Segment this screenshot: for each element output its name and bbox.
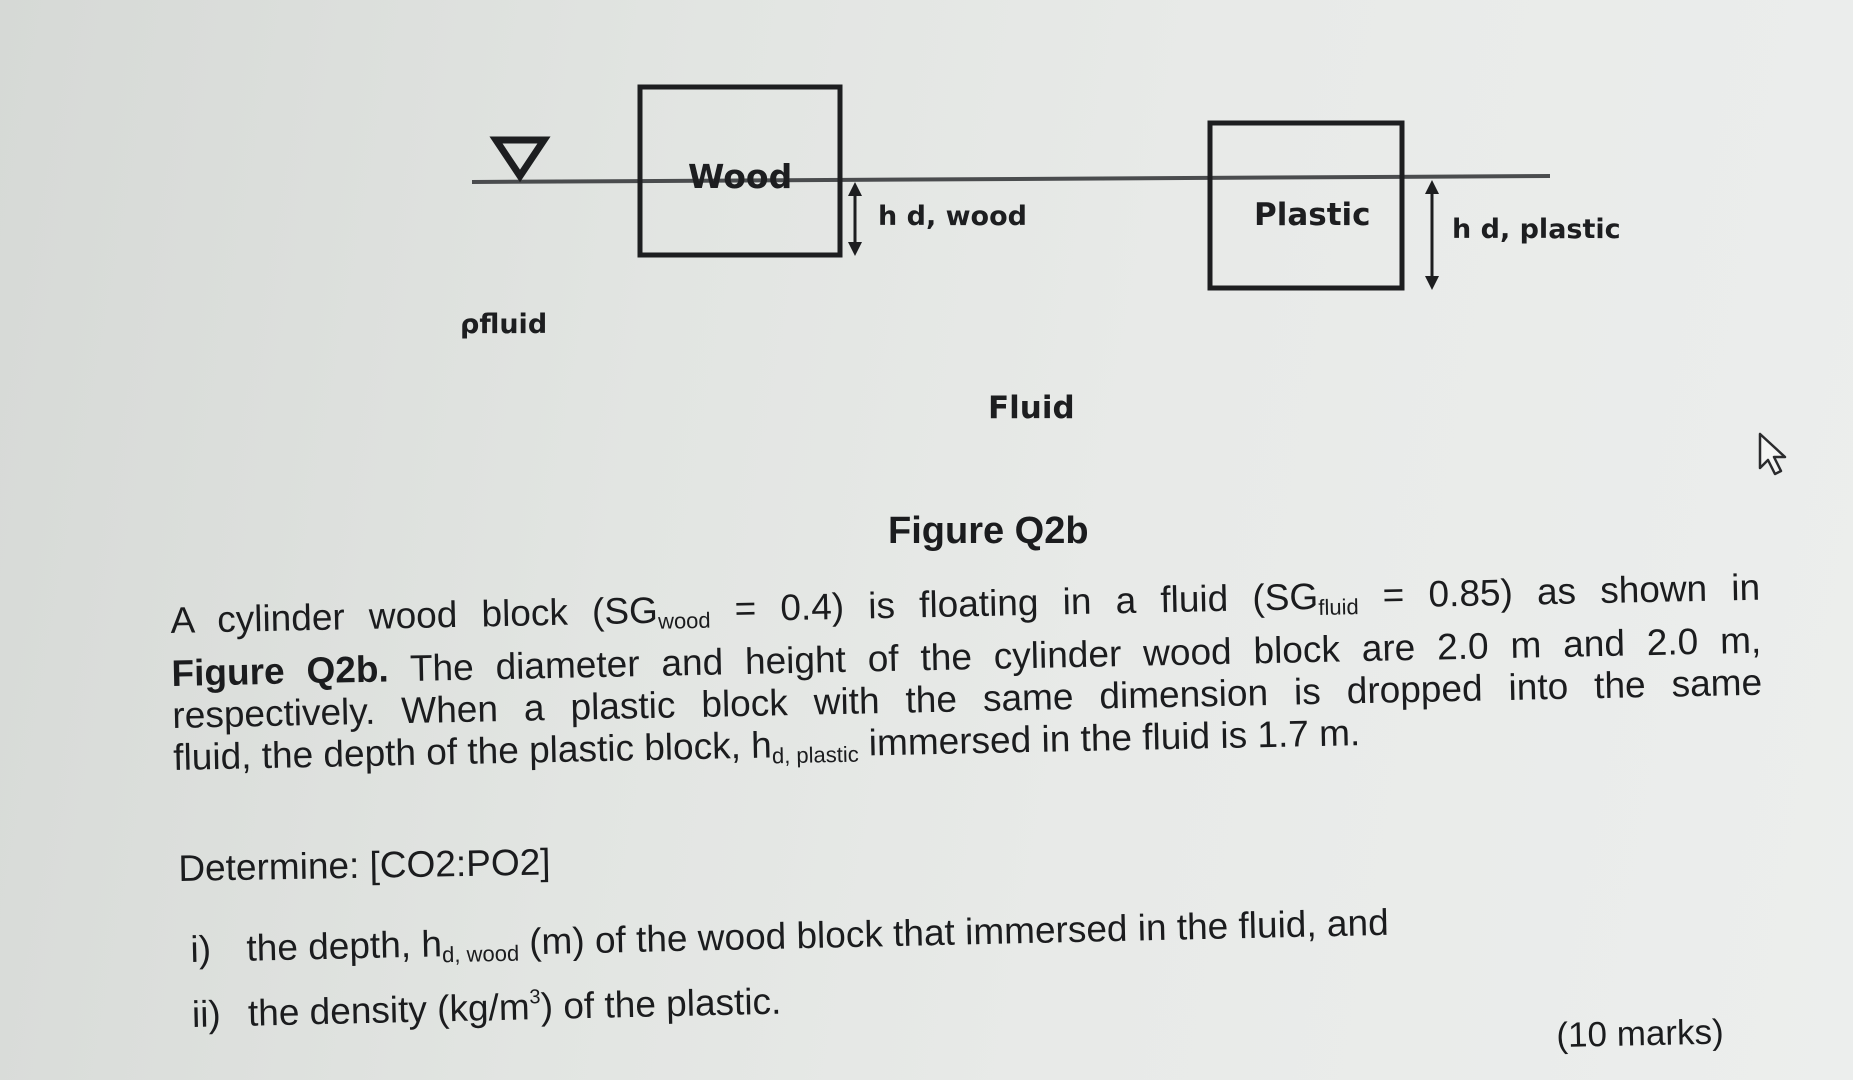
statement-text: = 0.4) is floating in a fluid (SG: [709, 575, 1319, 630]
question-text: (m) of the wood block that immersed in t…: [518, 901, 1390, 963]
wood-label: Wood: [688, 157, 792, 196]
marks-label: (10 marks): [1556, 1012, 1725, 1055]
problem-statement: A cylinder wood block (SGwood = 0.4) is …: [170, 567, 1764, 790]
mouse-pointer-icon[interactable]: [1758, 432, 1787, 476]
fluid-surface-line: [471, 174, 1551, 184]
rho-fluid-label: ρfluid: [460, 309, 547, 340]
h-plastic-arrow-icon: [1425, 180, 1439, 290]
wood-block: [637, 84, 843, 258]
h-plastic-label: h d, plastic: [1452, 214, 1621, 245]
h-wood-label: h d, wood: [878, 201, 1027, 232]
figure-q2b-diagram: Wood h d, wood Plastic h d, plastic ρflu…: [460, 84, 1787, 476]
question-list: i) the depth, hd, wood (m) of the wood bl…: [190, 897, 1542, 1037]
h-wood-arrow-icon: [848, 182, 862, 256]
subscript-d-wood: d, wood: [441, 940, 520, 968]
determine-heading: Determine: [CO2:PO2]: [178, 841, 551, 889]
plastic-block: [1207, 120, 1405, 291]
figure-caption: Figure Q2b: [888, 510, 1089, 552]
question-number: ii): [191, 993, 222, 1035]
subscript-d-plastic: d, plastic: [771, 741, 860, 769]
figure-reference: Figure Q2b.: [171, 648, 390, 694]
fluid-label: Fluid: [988, 390, 1075, 426]
question-text: ) of the plastic.: [540, 980, 782, 1028]
statement-text: = 0.85) as shown in: [1358, 566, 1761, 617]
plastic-label: Plastic: [1254, 197, 1371, 233]
subscript-wood: wood: [657, 607, 711, 634]
question-number: i): [190, 928, 212, 970]
free-surface-triangle-icon: [489, 136, 551, 183]
question-text: the depth, h: [246, 923, 443, 969]
question-text: the density (kg/m: [247, 986, 531, 1034]
subscript-fluid: fluid: [1318, 594, 1359, 620]
superscript-3: 3: [529, 986, 541, 1009]
statement-text: A cylinder wood block (SG: [170, 589, 659, 641]
